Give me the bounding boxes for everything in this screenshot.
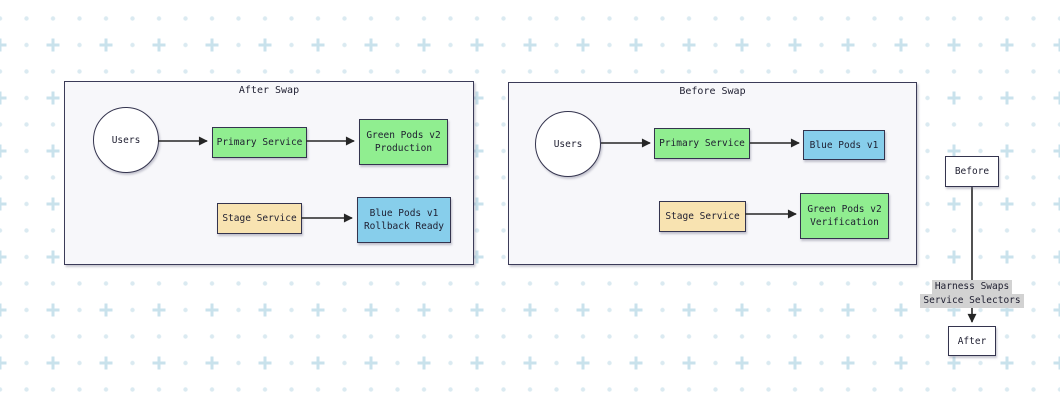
node-stage-service-before-label: Stage Service bbox=[665, 211, 740, 222]
node-green-pods-verification: Green Pods v2 Verification bbox=[800, 193, 889, 239]
node-blue-pods-v1-label: Blue Pods v1 bbox=[809, 139, 879, 151]
transition-edge-label-line2: Service Selectors bbox=[920, 294, 1024, 308]
node-before-label: Before bbox=[954, 166, 990, 177]
transition-edge-label: Harness Swaps Service Selectors bbox=[917, 280, 1027, 308]
node-before: Before bbox=[945, 156, 999, 187]
node-blue-pods-v1: Blue Pods v1 bbox=[803, 130, 885, 160]
subgraph-before-swap: Before Swap Users Primary Service Blue P… bbox=[508, 82, 917, 265]
subgraph-after-title: After Swap bbox=[238, 85, 300, 96]
node-users-after-label: Users bbox=[111, 134, 141, 146]
subgraph-after-swap: After Swap Users Primary Service Green P… bbox=[64, 81, 474, 265]
node-stage-service-after-label: Stage Service bbox=[222, 213, 297, 224]
node-after-label: After bbox=[957, 335, 987, 347]
node-green-pods-verification-line2: Verification bbox=[810, 217, 879, 228]
node-primary-service-before: Primary Service bbox=[654, 128, 750, 159]
node-green-pods-production-line2: Production bbox=[374, 143, 433, 154]
node-primary-service-before-label: Primary Service bbox=[659, 138, 745, 149]
node-blue-pods-rollback-line2: Rollback Ready bbox=[363, 221, 445, 232]
node-green-pods-production: Green Pods v2 Production bbox=[359, 119, 448, 165]
subgraph-before-title: Before Swap bbox=[679, 86, 746, 97]
node-blue-pods-rollback: Blue Pods v1 Rollback Ready bbox=[357, 197, 451, 243]
node-users-before-label: Users bbox=[553, 138, 583, 150]
node-green-pods-verification-line1: Green Pods v2 bbox=[807, 204, 882, 215]
node-stage-service-before: Stage Service bbox=[659, 201, 746, 232]
node-primary-service-after-label: Primary Service bbox=[216, 137, 303, 148]
node-blue-pods-rollback-line1: Blue Pods v1 bbox=[369, 208, 439, 219]
node-users-before: Users bbox=[535, 111, 601, 177]
node-primary-service-after: Primary Service bbox=[212, 127, 307, 158]
node-green-pods-production-line1: Green Pods v2 bbox=[366, 130, 441, 141]
transition-edge-label-line1: Harness Swaps bbox=[931, 280, 1013, 294]
node-users-after: Users bbox=[93, 107, 159, 173]
node-stage-service-after: Stage Service bbox=[217, 203, 302, 234]
node-after: After bbox=[948, 326, 996, 356]
